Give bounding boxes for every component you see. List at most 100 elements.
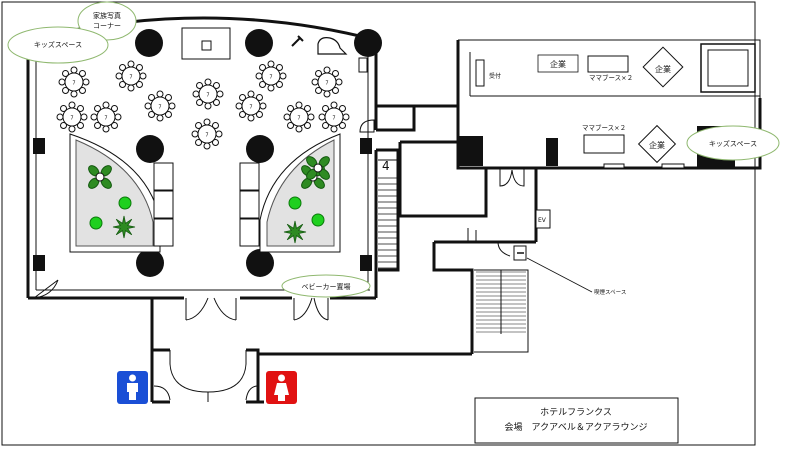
chair — [323, 90, 331, 98]
round-pillar — [245, 29, 273, 57]
chair — [267, 60, 275, 68]
stair-elevator-area: EV 喫煙スペース — [432, 209, 626, 354]
table-top — [324, 107, 344, 127]
chair — [203, 118, 211, 126]
female-figure-head — [278, 374, 285, 382]
male-restroom-icon — [117, 371, 148, 404]
stair-wall-left — [376, 148, 400, 272]
family-photo-label-line2: コーナー — [93, 22, 121, 30]
chair — [76, 121, 84, 129]
female-figure-body — [274, 383, 289, 401]
table-label: 7 — [325, 81, 328, 87]
lobby-door-right[interactable] — [245, 385, 259, 401]
chair — [139, 72, 147, 80]
mama-booth-label-mid: ママブース×２ — [582, 123, 626, 132]
bench-seats-left — [153, 162, 174, 247]
chair — [192, 90, 200, 98]
round-table: 7 — [90, 101, 122, 133]
chair — [235, 102, 243, 110]
stair-door — [467, 228, 477, 242]
round-pillar — [246, 135, 274, 163]
chair — [239, 94, 247, 102]
round-pillar — [136, 249, 164, 277]
lower-lobby — [150, 298, 472, 404]
corridor-double-door[interactable] — [499, 168, 525, 187]
lobby-door-left[interactable] — [153, 385, 171, 401]
chair — [78, 70, 86, 78]
chair — [70, 90, 78, 98]
pillar — [33, 255, 45, 271]
chair — [331, 70, 339, 78]
chair — [259, 80, 267, 88]
chair — [275, 80, 283, 88]
venue-name: 会場 アクアベル＆アクアラウンジ — [505, 421, 648, 433]
table-top — [121, 66, 141, 86]
table-top — [96, 107, 116, 127]
chair — [148, 110, 156, 118]
table-label: 7 — [332, 116, 335, 122]
chair — [303, 105, 311, 113]
table-label: 7 — [104, 116, 107, 122]
chair — [279, 72, 287, 80]
table-top — [198, 84, 218, 104]
chair — [318, 113, 326, 121]
chair — [216, 90, 224, 98]
chair — [247, 114, 255, 122]
chair — [322, 105, 330, 113]
kids-space-bubble-right — [686, 125, 780, 161]
hall-side-door[interactable] — [359, 119, 375, 133]
chair — [287, 121, 295, 129]
chair — [338, 105, 346, 113]
chair — [119, 80, 127, 88]
chair — [114, 113, 122, 121]
chair — [82, 78, 90, 86]
table-top — [197, 124, 217, 144]
table-label: 7 — [129, 75, 132, 81]
chair — [239, 110, 247, 118]
wall-vent — [661, 163, 685, 169]
venue-info-box — [474, 397, 679, 444]
chair — [307, 113, 315, 121]
chair — [287, 105, 295, 113]
chair — [135, 80, 143, 88]
plant-icon — [112, 215, 136, 239]
bench-seats-right — [239, 162, 260, 247]
lobby-double-door[interactable] — [169, 350, 247, 402]
chair — [211, 138, 219, 146]
piano-icon — [317, 37, 348, 55]
plants — [88, 156, 330, 244]
round-table: 7 — [255, 60, 287, 92]
chair — [56, 113, 64, 121]
chair — [330, 101, 338, 109]
plant-icon — [118, 196, 132, 210]
company-label: 企業 — [655, 64, 671, 74]
male-figure-head — [129, 374, 136, 382]
chair — [164, 110, 172, 118]
plant-icon — [89, 216, 103, 230]
chair — [102, 101, 110, 109]
hall-double-door-right[interactable] — [293, 297, 329, 321]
chair — [168, 102, 176, 110]
pillar — [546, 138, 558, 166]
chair — [144, 102, 152, 110]
mama-booth-mid — [583, 134, 625, 154]
pillar — [33, 138, 45, 154]
round-table: 7 — [144, 90, 176, 122]
table-label: 7 — [72, 81, 75, 87]
chair — [195, 138, 203, 146]
chair — [127, 60, 135, 68]
room-top-wall — [458, 39, 761, 98]
chair — [62, 70, 70, 78]
hall-double-door-left[interactable] — [185, 297, 237, 321]
male-figure-body — [127, 383, 138, 400]
stroller-parking-label: ベビーカー置場 — [302, 282, 351, 291]
kids-space-bubble-left — [7, 26, 109, 64]
round-table: 7 — [283, 101, 315, 133]
reception-desk — [475, 59, 485, 87]
table-top — [150, 96, 170, 116]
chair — [267, 84, 275, 92]
stair-door-swing[interactable] — [497, 241, 511, 257]
pillar — [459, 136, 483, 166]
round-table: 7 — [56, 101, 88, 133]
